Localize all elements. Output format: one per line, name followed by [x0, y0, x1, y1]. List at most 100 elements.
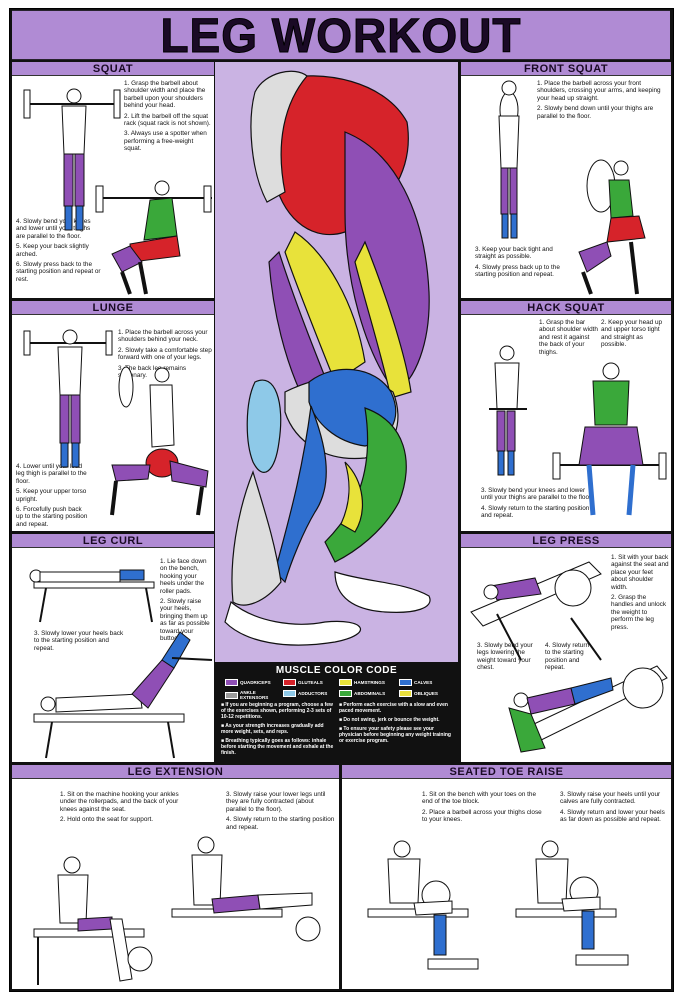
swatch: [225, 679, 238, 686]
steps-leg-curl-2: 3. Slowly lower your heels back to the s…: [34, 630, 130, 655]
anatomy-panel: [215, 62, 458, 662]
steps-hack-squat-2: 3. Slowly bend your knees and lower unti…: [481, 487, 595, 523]
panel-front-squat: FRONT SQUAT 1. Place the barbell across …: [461, 62, 671, 298]
step: 3. Slowly bend your knees and lower unti…: [481, 487, 593, 502]
legend-label: QUADRICEPS: [240, 680, 271, 685]
leg-anatomy-illustration: [224, 70, 431, 646]
legend-label: GLUTEALS: [298, 680, 323, 685]
seated-toe-raise-illustration: [367, 840, 629, 970]
legend-label: CALVES: [414, 680, 433, 685]
panel-leg-press: LEG PRESS 1. Sit with your back against …: [461, 534, 671, 762]
poster-title: LEG WORKOUT: [12, 10, 670, 60]
tip: ■ To ensure your safety please see your …: [339, 726, 451, 744]
front-squat-illustration: [498, 80, 646, 295]
step: 4. Slowly return and lower your heels as…: [560, 808, 665, 824]
steps-squat: 1. Grasp the barbell about shoulder widt…: [124, 80, 212, 156]
steps-hack-squat: 1. Grasp the bar about shoulder width an…: [539, 319, 599, 359]
step: 1. Lie face down on the bench, hooking y…: [160, 558, 207, 595]
tips-right: ■ Perform each exercise with a slow and …: [339, 702, 454, 747]
steps-leg-extension-b: 3. Slowly raise your lower legs until th…: [226, 791, 336, 834]
step: 4. Lower until your lead leg thigh is pa…: [16, 463, 87, 485]
lunge-illustration: [23, 329, 209, 516]
panel-squat: SQUAT 1. Grasp the barbell about shoulde…: [12, 62, 214, 298]
hack-squat-illustration: [489, 345, 667, 516]
step: 3. Slowly raise your heels until your ca…: [560, 791, 661, 806]
steps-seated-toe-raise-b: 3. Slowly raise your heels until your ca…: [560, 791, 668, 827]
leg-extension-illustration: [33, 836, 321, 985]
step: 6. Slowly press back to the starting pos…: [16, 261, 101, 283]
muscle-color-code: MUSCLE COLOR CODE QUADRICEPS GLUTEALS HA…: [215, 662, 458, 762]
step: 3. Slowly bend your legs lowering the we…: [477, 642, 533, 672]
heading-front-squat: FRONT SQUAT: [461, 62, 671, 76]
legend-calves: CALVES: [399, 679, 432, 686]
leg-press-illustration: [470, 561, 668, 753]
panel-lunge: LUNGE 1. Place the barbell across your s…: [12, 301, 214, 531]
steps-lunge: 1. Place the barbell across your shoulde…: [118, 329, 212, 382]
legend-hamstrings: HAMSTRINGS: [339, 679, 385, 686]
step: 2. Slowly take a comfortable step forwar…: [118, 346, 212, 362]
step: 2. Lift the barbell off the squat rack (…: [124, 112, 211, 128]
tips-left: ■ If you are beginning a program, choose…: [221, 702, 336, 759]
steps-hack-squat-b: 2. Keep your head up and upper torso tig…: [601, 319, 667, 352]
heading-leg-extension: LEG EXTENSION: [12, 765, 339, 779]
steps-leg-press-3: 4. Slowly return to the starting positio…: [545, 642, 595, 675]
step: 2. Grasp the handles and unlock the weig…: [611, 594, 667, 631]
tip: ■ Do not swing, jerk or bounce the weigh…: [339, 717, 440, 723]
step: 1. Sit with your back against the seat a…: [611, 554, 669, 591]
swatch: [339, 690, 352, 697]
tip: ■ If you are beginning a program, choose…: [221, 702, 333, 720]
tip: ■ Breathing typically goes as follows: i…: [221, 738, 334, 756]
step: 3. Slowly lower your heels back to the s…: [34, 630, 124, 652]
swatch: [283, 679, 296, 686]
step: 2. Place a barbell across your thighs cl…: [422, 808, 542, 824]
step: 2. Hold onto the seat for support.: [60, 816, 154, 824]
heading-leg-press: LEG PRESS: [461, 534, 671, 548]
legend-label: ABDOMINALS: [354, 691, 386, 696]
steps-leg-curl: 1. Lie face down on the bench, hooking y…: [160, 558, 212, 645]
swatch: [339, 679, 352, 686]
swatch: [225, 691, 238, 699]
heading-lunge: LUNGE: [12, 301, 214, 315]
leg-curl-illustration: [29, 569, 213, 759]
step: 4. Slowly bend your knees and lower unti…: [16, 218, 91, 240]
step: 3. The back leg remains stationary.: [118, 364, 187, 380]
steps-squat-2: 4. Slowly bend your knees and lower unti…: [16, 218, 101, 286]
steps-front-squat-2: 3. Keep your back tight and straight as …: [475, 246, 565, 282]
heading-leg-curl: LEG CURL: [12, 534, 214, 548]
heading-seated-toe-raise: SEATED TOE RAISE: [342, 765, 671, 779]
step: 2. Slowly raise your heels, bringing the…: [160, 598, 210, 643]
squat-illustration: [23, 88, 212, 295]
steps-leg-press: 1. Sit with your back against the seat a…: [611, 554, 669, 634]
step: 2. Slowly bend down until your thighs ar…: [537, 105, 654, 120]
step: 1. Place the barbell across your front s…: [537, 80, 661, 102]
heading-squat: SQUAT: [12, 62, 214, 76]
step: 2. Keep your head up and upper torso tig…: [601, 319, 663, 349]
steps-lunge-2: 4. Lower until your lead leg thigh is pa…: [16, 463, 88, 531]
legend-abdominals: ABDOMINALS: [339, 690, 385, 697]
step: 6. Forcefully push back up to the starti…: [16, 506, 88, 528]
legend-ankle-extensors: ANKLE EXTENSORS: [225, 690, 274, 700]
step: 5. Keep your back slightly arched.: [16, 243, 89, 258]
step: 4. Slowly return to the starting positio…: [481, 504, 590, 520]
step: 5. Keep your upper torso upright.: [16, 488, 87, 503]
step: 1. Sit on the machine hooking your ankle…: [60, 791, 179, 813]
legend-gluteals: GLUTEALS: [283, 679, 323, 686]
step: 1. Place the barbell across your shoulde…: [118, 329, 208, 344]
legend-label: ANKLE EXTENSORS: [240, 690, 269, 700]
step: 4. Slowly press back up to the starting …: [475, 263, 560, 279]
muscle-code-heading: MUSCLE COLOR CODE: [275, 665, 398, 676]
step: 1. Grasp the barbell about shoulder widt…: [124, 80, 206, 110]
swatch: [399, 679, 412, 686]
legend-obliques: OBLIQUES: [399, 690, 438, 697]
step: 4. Slowly return to the starting positio…: [226, 816, 335, 831]
swatch: [399, 690, 412, 697]
legend-label: ADDUCTORS: [298, 691, 328, 696]
step: 4. Slowly return to the starting positio…: [545, 642, 590, 672]
step: 3. Slowly raise your lower legs until th…: [226, 791, 326, 813]
tip: ■ Perform each exercise with a slow and …: [339, 702, 448, 714]
step: 3. Always use a spotter when performing …: [124, 130, 207, 153]
panel-leg-curl: LEG CURL 1. Lie face down on the bench, …: [12, 534, 214, 762]
legend-quadriceps: QUADRICEPS: [225, 679, 271, 686]
heading-hack-squat: HACK SQUAT: [461, 301, 671, 315]
step: 1. Grasp the bar about shoulder width an…: [539, 319, 598, 356]
